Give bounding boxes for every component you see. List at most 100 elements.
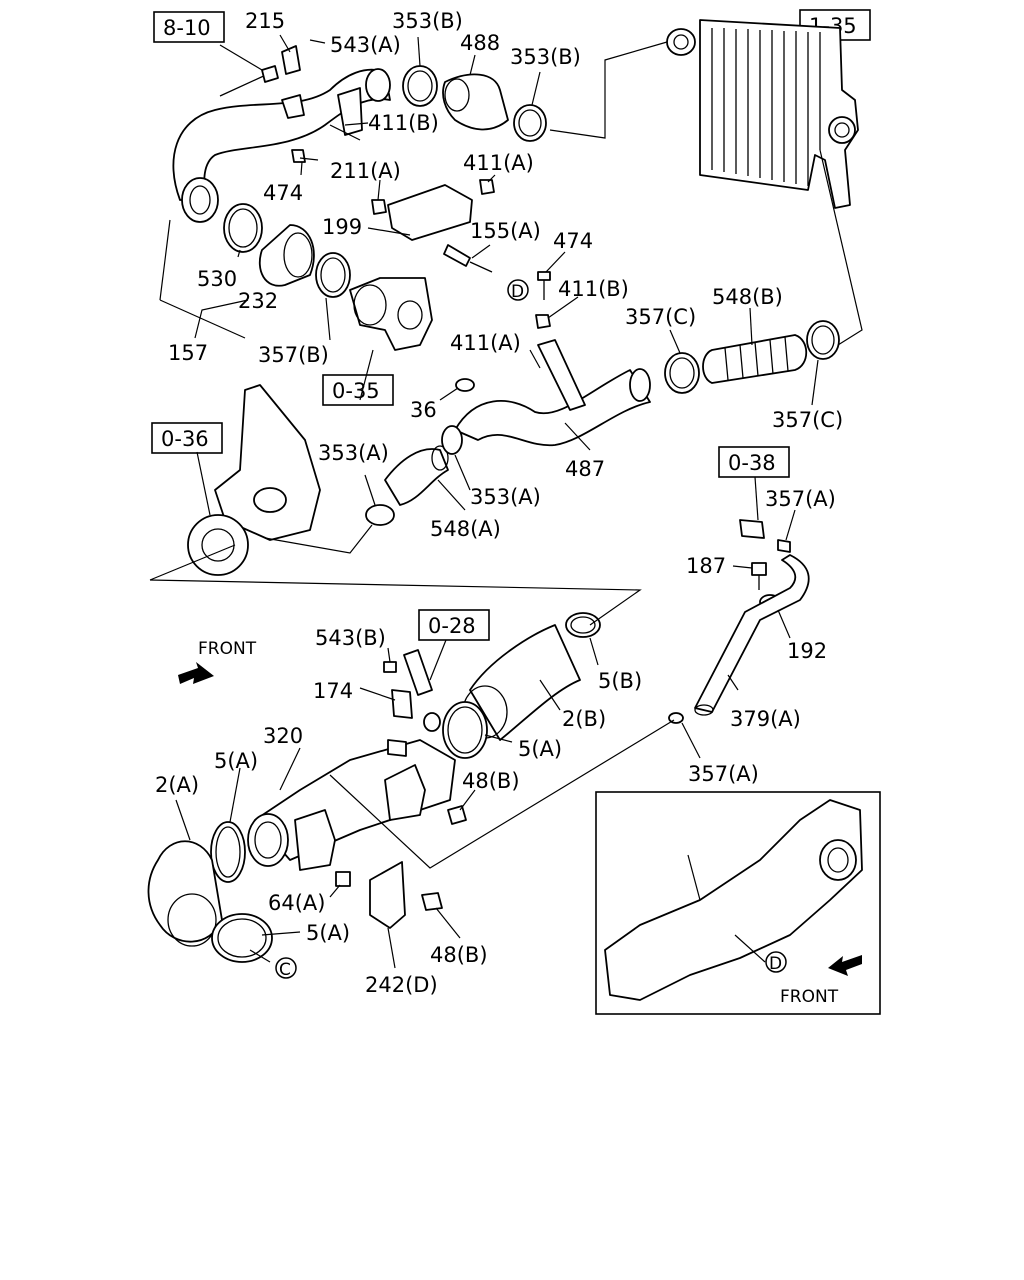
label-353a: 353(A) <box>470 485 541 509</box>
marker-d-inset: D <box>765 951 787 974</box>
part-labels: 215 543(A) 353(B) 488 353(B) 411(B) 474 … <box>155 9 843 997</box>
hose-488 <box>442 73 509 131</box>
label-5b: 5(B) <box>598 669 642 693</box>
label-157: 157 <box>168 341 208 365</box>
label-215: 215 <box>245 9 285 33</box>
ref-box-0-35[interactable]: 0-35 <box>322 374 394 406</box>
label-357c: 357(C) <box>772 408 843 432</box>
nut-211a <box>371 199 387 215</box>
label-353a: 353(A) <box>318 441 389 465</box>
label-411b: 411(B) <box>368 111 439 135</box>
svg-text:D: D <box>769 954 782 974</box>
bolt-187 <box>751 562 767 590</box>
front-label-left: FRONT <box>198 639 257 659</box>
clamp-530 <box>223 203 263 253</box>
bolt-474-mid <box>537 271 551 300</box>
clamp-353b-right <box>513 104 547 142</box>
label-174: 174 <box>313 679 353 703</box>
label-232: 232 <box>238 289 278 313</box>
hose-548a <box>384 445 449 506</box>
hose-548b <box>702 334 808 384</box>
label-530: 530 <box>197 267 237 291</box>
ref-label: 0-28 <box>428 614 476 638</box>
leader-lines <box>149 34 863 969</box>
bolt-48b-upper <box>447 805 467 825</box>
svg-text:C: C <box>279 960 291 980</box>
ref-box-0-38[interactable]: 0-38 <box>718 446 790 478</box>
label-357a: 357(A) <box>765 487 836 511</box>
ref-label: 0-35 <box>332 379 380 403</box>
ref-box-8-10[interactable]: 8-10 <box>153 11 225 43</box>
clamp-5a-upper <box>442 701 488 759</box>
intercooler <box>666 19 859 209</box>
bolt-48b-lower <box>421 892 443 911</box>
ref-label: 8-10 <box>163 16 211 40</box>
bracket-199 <box>387 184 473 241</box>
label-548a: 548(A) <box>430 517 501 541</box>
clamp-357c-left <box>664 352 700 394</box>
label-320: 320 <box>263 724 303 748</box>
label-199: 199 <box>322 215 362 239</box>
label-36: 36 <box>410 398 437 422</box>
label-474: 474 <box>263 181 303 205</box>
clamp-357c-right <box>806 320 840 360</box>
inset-intake-manifold <box>595 791 881 1015</box>
label-357c: 357(C) <box>625 305 696 329</box>
label-211a: 211(A) <box>330 159 401 183</box>
throttle-valve-0-35 <box>349 277 433 351</box>
label-192: 192 <box>787 639 827 663</box>
label-5a: 5(A) <box>214 749 258 773</box>
intake-hose-157 <box>172 68 391 223</box>
hose-2a <box>147 840 223 947</box>
ref-label: 0-36 <box>161 427 209 451</box>
sleeve-232 <box>258 224 315 287</box>
label-543b: 543(B) <box>315 626 386 650</box>
label-2b: 2(B) <box>562 707 606 731</box>
bolt-543b <box>383 661 397 673</box>
label-487: 487 <box>565 457 605 481</box>
label-543a: 543(A) <box>330 33 401 57</box>
marker-d-upper: D <box>507 279 529 302</box>
label-411a: 411(A) <box>463 151 534 175</box>
label-488: 488 <box>460 31 500 55</box>
clamp-353a-lower <box>365 504 395 526</box>
front-arrow-left: FRONT <box>178 639 257 684</box>
label-353b: 353(B) <box>392 9 463 33</box>
label-353b: 353(B) <box>510 45 581 69</box>
svg-text:D: D <box>511 282 524 302</box>
clamp-5a-lower <box>211 913 273 963</box>
label-48b: 48(B) <box>430 943 488 967</box>
pipe-487 <box>454 339 651 447</box>
nut-411a-upper <box>479 179 495 195</box>
label-155a: 155(A) <box>470 219 541 243</box>
label-48b: 48(B) <box>462 769 520 793</box>
turbocharger-0-36 <box>187 384 321 576</box>
arrow-left-icon <box>828 955 862 976</box>
clamp-357b <box>315 252 351 298</box>
label-474: 474 <box>553 229 593 253</box>
clamp-353a-upper <box>441 425 463 455</box>
label-548b: 548(B) <box>712 285 783 309</box>
front-label-right: FRONT <box>780 987 839 1007</box>
label-411b: 411(B) <box>558 277 629 301</box>
label-187: 187 <box>686 554 726 578</box>
clamp-5a-left <box>210 821 246 883</box>
sensor-155a <box>443 244 493 273</box>
label-357b: 357(B) <box>258 343 329 367</box>
clamp-36 <box>455 378 475 392</box>
label-379a: 379(A) <box>730 707 801 731</box>
marker-c: C <box>275 957 297 980</box>
bracket-242d <box>369 861 406 929</box>
ref-box-0-28[interactable]: 0-28 <box>418 609 490 641</box>
label-64a: 64(A) <box>268 891 325 915</box>
bracket-block-left <box>294 809 336 871</box>
fitting-357a-upper <box>739 519 791 553</box>
label-411a: 411(A) <box>450 331 521 355</box>
sensor-bracket-215 <box>219 45 305 119</box>
bolt-474-upper <box>291 149 319 163</box>
bracket-block-right <box>384 764 426 821</box>
sensor-174 <box>387 689 413 757</box>
ref-box-0-36[interactable]: 0-36 <box>151 422 223 454</box>
mount-bracket-upper <box>337 87 363 136</box>
